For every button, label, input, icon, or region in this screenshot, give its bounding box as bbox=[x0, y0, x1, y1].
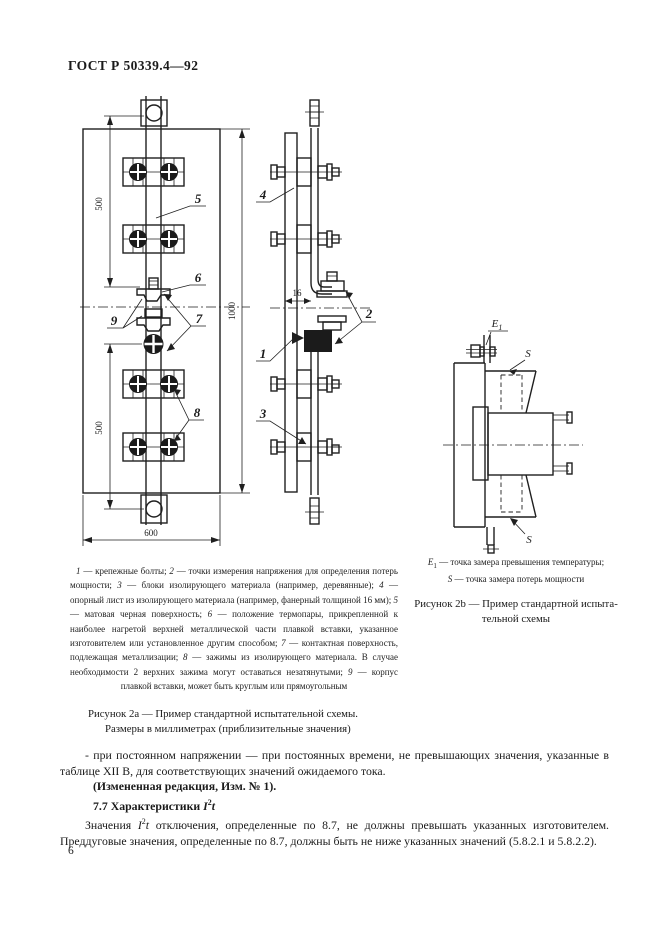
legend-text: — крепежные болты; bbox=[83, 566, 167, 576]
symbol-exp: 2 bbox=[141, 817, 146, 827]
legend-text: — точка замера потерь мощности bbox=[454, 574, 585, 585]
body-text: - при постоянном напряжении — при постоя… bbox=[60, 748, 609, 849]
mark-e1: E1 bbox=[491, 318, 503, 332]
legend-number: 5 bbox=[393, 594, 399, 605]
legend-text: — положение термопары, прикрепленной к н… bbox=[70, 609, 399, 649]
figure-2b-caption-line2: тельной схемы bbox=[481, 613, 551, 625]
front-callouts: 5 6 9 7 8 bbox=[107, 191, 206, 442]
legend-number: 2 bbox=[169, 566, 174, 576]
front-panel bbox=[82, 128, 221, 494]
figure-2a-side-view-drawing: 16 4 2 1 3 bbox=[256, 99, 376, 525]
legend-text: — корпус плавкой вставки, может быть кру… bbox=[120, 666, 399, 692]
page-title: ГОСТ Р 50339.4—92 bbox=[68, 58, 199, 73]
symbol-exp: 2 bbox=[207, 797, 212, 807]
fig2b-brackets bbox=[485, 370, 537, 518]
callout-6: 6 bbox=[195, 270, 202, 285]
callout-4: 4 bbox=[259, 187, 267, 202]
paragraph-i2t-values: Значения I2t отключения, определенные по… bbox=[60, 814, 609, 849]
legend-symbol: S bbox=[447, 574, 453, 585]
dim-16: 16 bbox=[285, 288, 311, 304]
front-busbar bbox=[145, 96, 162, 525]
dim-500-bottom: 500 bbox=[94, 343, 144, 510]
legend-number: 3 bbox=[117, 580, 122, 591]
legend-symbol: E bbox=[427, 557, 434, 567]
dim-500-bottom-label: 500 bbox=[94, 421, 104, 435]
figure-2a-front-view-drawing: 500 500 1000 600 5 bbox=[80, 96, 250, 546]
callout-7: 7 bbox=[196, 311, 203, 326]
legend-text: — точка замера превышения температуры; bbox=[439, 557, 605, 567]
figure-2b-legend: E1 — точка замера превышения температуры… bbox=[398, 556, 634, 591]
paragraph-dc-voltage: - при постоянном напряжении — при постоя… bbox=[60, 748, 609, 778]
callout-1: 1 bbox=[260, 346, 267, 361]
fig2b-top-terminal-tab bbox=[466, 335, 497, 363]
figure-2a-caption-line1: Рисунок 2а — Пример стандартной испытате… bbox=[88, 708, 358, 720]
dim-600: 600 bbox=[82, 495, 221, 546]
legend-text: — точки измерения напряжения для определ… bbox=[70, 566, 399, 591]
dim-500-top: 500 bbox=[94, 115, 144, 288]
side-panel bbox=[284, 132, 298, 493]
fig2b-marks: E1 S S bbox=[485, 318, 532, 546]
side-callouts: 4 2 1 3 bbox=[256, 187, 376, 445]
heading-7-7-text: 7.7 Характеристики bbox=[93, 798, 201, 813]
callout-8: 8 bbox=[194, 405, 201, 420]
legend-text: — блоки изолирующего материала (например… bbox=[127, 580, 374, 591]
dim-500-top-label: 500 bbox=[94, 197, 104, 211]
side-insulating-blocks bbox=[296, 157, 312, 462]
legend-number: 9 bbox=[348, 666, 353, 677]
front-clamp-bolts bbox=[123, 158, 184, 461]
fig2b-bottom-terminal-tab bbox=[483, 527, 499, 554]
side-fuse-assembly bbox=[304, 271, 348, 352]
legend-text: — зажимы из изолирующего материала. В сл… bbox=[70, 652, 398, 677]
legend-number: 1 bbox=[76, 566, 81, 576]
dim-600-label: 600 bbox=[144, 528, 158, 538]
mark-s-bottom: S bbox=[526, 534, 532, 546]
symbol-t: t bbox=[211, 798, 216, 813]
mark-s-top: S bbox=[525, 348, 531, 360]
dim-16-label: 16 bbox=[293, 288, 303, 298]
callout-5: 5 bbox=[195, 191, 202, 206]
legend-number: 8 bbox=[183, 652, 188, 663]
figure-2a-legend: 1 — крепежные болты; 2 — точки измерения… bbox=[70, 564, 398, 694]
front-fuse-assembly bbox=[136, 277, 171, 354]
dim-1000-label: 1000 bbox=[227, 302, 237, 321]
heading-7-7: 7.7 Характеристики I2t bbox=[60, 795, 609, 815]
legend-line-s: S — точка замера потерь мощности bbox=[398, 573, 634, 590]
paragraph-text: Значения bbox=[85, 818, 132, 833]
paragraph-amendment: (Измененная редакция, Изм. № 1). bbox=[93, 779, 277, 794]
symbol-i: I bbox=[137, 818, 142, 833]
callout-3: 3 bbox=[259, 406, 267, 421]
legend-text: — матовая черная поверхность; bbox=[70, 609, 203, 620]
callout-2: 2 bbox=[365, 306, 373, 321]
legend-number: 4 bbox=[379, 580, 384, 591]
dim-1000: 1000 bbox=[220, 128, 250, 494]
figure-2b-caption-line1: Рисунок 2b — Пример стандартной испыта- bbox=[414, 598, 618, 610]
figure-2a-caption-line2: Размеры в миллиметрах (приблизительные з… bbox=[105, 723, 351, 735]
figure-2b-caption: Рисунок 2b — Пример стандартной испыта- … bbox=[398, 597, 634, 627]
figure-2b-drawing: E1 S S bbox=[443, 318, 583, 554]
legend-text: — контактная поверхность, подлежащая мет… bbox=[70, 638, 399, 663]
figure-2a-caption: Рисунок 2а — Пример стандартной испытате… bbox=[88, 707, 358, 737]
paragraph-text: отключения, определенные по 8.7, не долж… bbox=[60, 818, 609, 848]
legend-number: 7 bbox=[281, 638, 286, 649]
legend-number: 6 bbox=[207, 609, 213, 620]
legend-line-e1: E1 — точка замера превышения температуры… bbox=[398, 556, 634, 573]
side-bolts bbox=[270, 163, 342, 456]
symbol-t: t bbox=[145, 818, 150, 833]
legend-text: — опорный лист из изолирующего материала… bbox=[70, 580, 399, 605]
callout-9: 9 bbox=[111, 313, 118, 328]
fig2b-fuse-body bbox=[472, 406, 573, 481]
symbol-i: I bbox=[203, 798, 208, 813]
legend-symbol-sub: 1 bbox=[433, 561, 437, 570]
page-number: 6 bbox=[68, 845, 74, 857]
front-top-bolt bbox=[140, 99, 168, 127]
front-bottom-bolt bbox=[140, 494, 168, 524]
